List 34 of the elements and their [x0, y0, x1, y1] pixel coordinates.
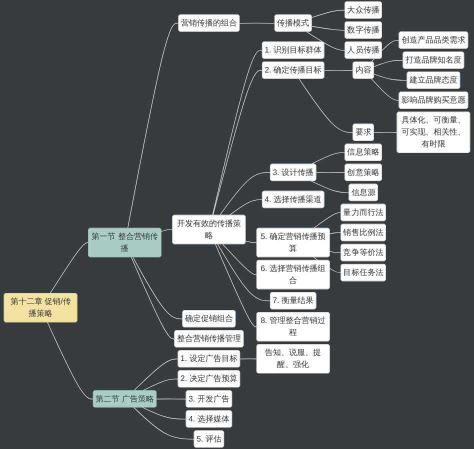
- connector: [371, 78, 400, 101]
- connector: [134, 358, 178, 391]
- connector: [229, 199, 263, 216]
- connector: [127, 22, 179, 229]
- connector: [240, 358, 258, 360]
- connector: [324, 70, 354, 71]
- connector: [311, 10, 346, 18]
- connector: [310, 152, 346, 164]
- connector: [330, 232, 342, 234]
- connector: [374, 132, 398, 133]
- connector: [374, 74, 408, 81]
- connector: [130, 256, 175, 340]
- connector: [310, 180, 350, 193]
- connector: [47, 322, 94, 400]
- connector: [298, 78, 354, 133]
- connector: [134, 407, 195, 440]
- connector: [330, 251, 342, 254]
- connector: [132, 256, 183, 320]
- connector: [142, 378, 178, 391]
- connector: [313, 212, 342, 229]
- connector: [215, 244, 258, 328]
- connector: [239, 22, 276, 24]
- connector: [316, 172, 346, 173]
- connector: [220, 172, 271, 216]
- connector: [217, 244, 271, 302]
- connector: [374, 60, 404, 67]
- connector: [142, 407, 187, 420]
- connector: [306, 31, 346, 51]
- connector: [50, 242, 89, 294]
- connector: [311, 26, 346, 31]
- connector: [161, 229, 173, 232]
- connector: [156, 398, 187, 400]
- connector: [245, 240, 258, 244]
- connector: [222, 244, 258, 276]
